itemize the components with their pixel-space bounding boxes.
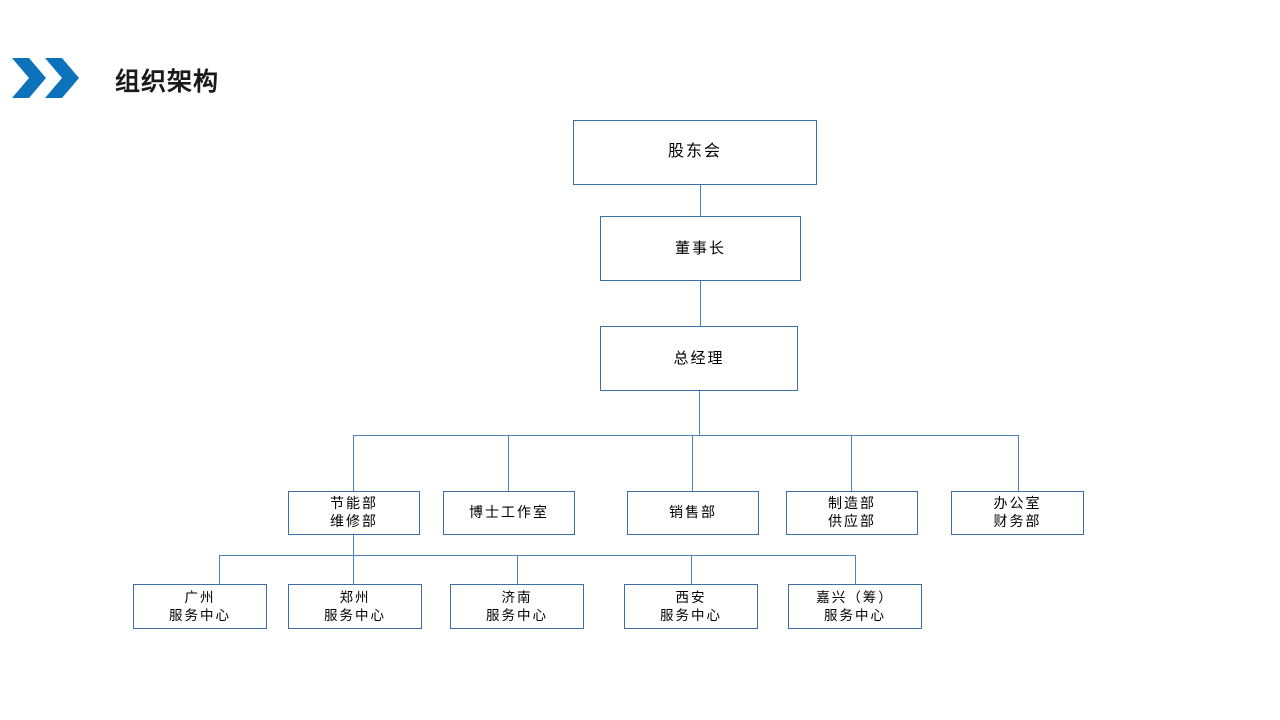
org-node-jiaxing-line1: 嘉兴（筹） bbox=[816, 590, 894, 606]
connector-bus-to-office-finance bbox=[1018, 435, 1019, 491]
org-node-xian-service-center[interactable]: 西安 服务中心 bbox=[624, 584, 758, 629]
org-node-chairman-line1: 董事长 bbox=[674, 239, 726, 257]
connector-chairman-to-gm bbox=[700, 281, 701, 326]
org-node-manufacture-supply[interactable]: 制造部 供应部 bbox=[786, 491, 918, 535]
connector-bus2-to-jiaxing bbox=[855, 555, 856, 584]
page-title: 组织架构 bbox=[115, 68, 220, 96]
org-node-jinan-service-center[interactable]: 济南 服务中心 bbox=[450, 584, 584, 629]
org-node-general-manager-line1: 总经理 bbox=[673, 349, 725, 367]
org-node-manufacture-supply-line2: 供应部 bbox=[828, 513, 876, 529]
org-node-manufacture-supply-line1: 制造部 bbox=[828, 495, 876, 512]
org-node-shareholders-line1: 股东会 bbox=[667, 143, 722, 161]
connector-bus2-to-jinan bbox=[517, 555, 518, 584]
org-node-zhengzhou-service-center[interactable]: 郑州 服务中心 bbox=[288, 584, 422, 629]
org-node-zhengzhou-line1: 郑州 bbox=[339, 590, 371, 606]
connector-bus2-to-xian bbox=[691, 555, 692, 584]
double-chevron-right-icon bbox=[12, 58, 88, 98]
org-node-office-finance-line1: 办公室 bbox=[993, 495, 1042, 512]
org-node-energy-maintenance-line1: 节能部 bbox=[330, 495, 378, 512]
org-node-general-manager[interactable]: 总经理 bbox=[600, 326, 798, 391]
org-node-sales[interactable]: 销售部 bbox=[627, 491, 759, 535]
org-node-office-finance[interactable]: 办公室 财务部 bbox=[951, 491, 1084, 535]
connector-bus-level4 bbox=[353, 435, 1019, 436]
org-node-zhengzhou-line2: 服务中心 bbox=[324, 607, 386, 623]
org-node-jinan-line2: 服务中心 bbox=[486, 607, 548, 623]
org-node-guangzhou-line1: 广州 bbox=[184, 590, 216, 606]
connector-bus-to-manufacture-supply bbox=[851, 435, 852, 491]
org-node-jiaxing-line2: 服务中心 bbox=[824, 607, 886, 623]
connector-bus-to-energy-maintenance bbox=[353, 435, 354, 491]
connector-energy-to-bus2 bbox=[353, 535, 354, 556]
connector-shareholders-to-chairman bbox=[700, 185, 701, 216]
connector-gm-to-bus bbox=[699, 391, 700, 436]
org-node-guangzhou-service-center[interactable]: 广州 服务中心 bbox=[133, 584, 267, 629]
slide-header: 组织架构 bbox=[0, 0, 1280, 110]
connector-bus-level5 bbox=[219, 555, 856, 556]
org-node-energy-maintenance[interactable]: 节能部 维修部 bbox=[288, 491, 420, 535]
org-node-shareholders[interactable]: 股东会 bbox=[573, 120, 817, 185]
org-node-xian-line2: 服务中心 bbox=[660, 607, 722, 623]
org-node-xian-line1: 西安 bbox=[675, 590, 707, 606]
org-node-office-finance-line2: 财务部 bbox=[993, 513, 1042, 529]
org-node-sales-line1: 销售部 bbox=[669, 504, 717, 521]
org-node-doctor-studio[interactable]: 博士工作室 bbox=[443, 491, 575, 535]
connector-bus2-to-zhengzhou bbox=[353, 555, 354, 584]
org-node-jiaxing-service-center[interactable]: 嘉兴（筹） 服务中心 bbox=[788, 584, 922, 629]
org-node-jinan-line1: 济南 bbox=[501, 590, 533, 606]
org-node-chairman[interactable]: 董事长 bbox=[600, 216, 801, 281]
org-node-doctor-studio-line1: 博士工作室 bbox=[469, 504, 549, 521]
connector-bus-to-sales bbox=[692, 435, 693, 491]
org-node-energy-maintenance-line2: 维修部 bbox=[330, 513, 378, 529]
connector-bus-to-doctor-studio bbox=[508, 435, 509, 491]
org-node-guangzhou-line2: 服务中心 bbox=[169, 607, 231, 623]
connector-bus2-to-guangzhou bbox=[219, 555, 220, 584]
